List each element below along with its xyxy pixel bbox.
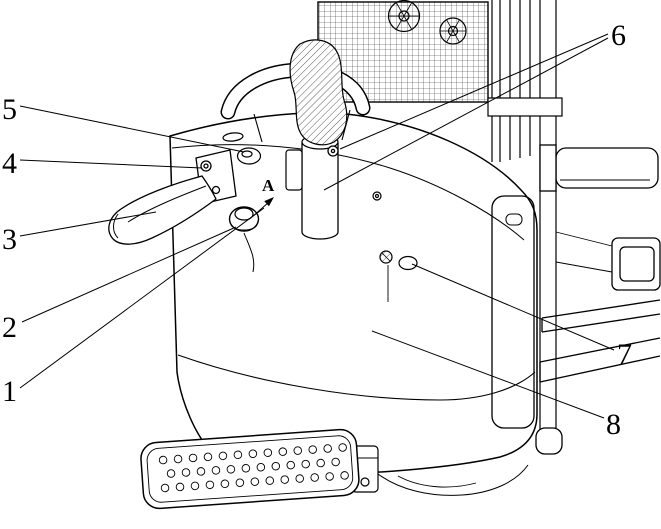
step-platform: [140, 428, 360, 510]
deck-details: [222, 132, 535, 493]
callout-label-1: 1: [2, 375, 17, 408]
leader-3: [19, 211, 157, 237]
callout-label-4: 4: [2, 147, 17, 180]
leader-5: [19, 105, 245, 153]
callout-label-5: 5: [2, 93, 17, 126]
callout-label-8: 8: [606, 408, 621, 441]
cap-pointer-curve: [243, 232, 255, 273]
leader-4: [19, 159, 203, 169]
chassis-arch: [377, 464, 529, 496]
handle-grip: [289, 39, 348, 146]
emergency-stop-cap: [228, 206, 260, 232]
upper-fork: [555, 147, 659, 189]
fan-vent-icon: [439, 17, 467, 45]
perforations: [158, 443, 349, 493]
callout-labels: 1 2 3 4 5 6 7 8 A: [2, 19, 632, 441]
side-panel: [491, 195, 535, 429]
fan-vent-icon: [387, 0, 421, 33]
detail-marker-label: A: [262, 176, 275, 195]
leader-6b: [323, 37, 609, 191]
cylinder-bracket: [285, 149, 303, 191]
lower-seam: [177, 354, 536, 401]
callout-label-3: 3: [2, 223, 17, 256]
handlebar: [220, 39, 371, 146]
callout-label-2: 2: [2, 311, 17, 344]
detail-arrow: [251, 197, 274, 218]
fork-assembly: [535, 144, 661, 455]
leader-lines: [19, 33, 615, 419]
callout-label-7: 7: [617, 338, 632, 371]
fork-cross-section: [555, 231, 661, 291]
horn-button: [236, 147, 262, 165]
lower-fork-arm: [539, 299, 661, 383]
tiller-arm: [108, 149, 237, 245]
leader-8: [371, 330, 605, 419]
leader-1: [19, 207, 265, 389]
screw-detail: [372, 191, 382, 201]
filler-plug: [379, 250, 418, 302]
key-slot: [222, 132, 244, 142]
leader-7: [411, 263, 615, 351]
top-deck-edge: [171, 144, 525, 241]
callout-label-6: 6: [611, 19, 626, 52]
leader-2: [21, 226, 237, 323]
cylinder-bolt: [327, 145, 339, 157]
caster-wheel: [535, 427, 563, 455]
leader-6a: [339, 33, 609, 150]
